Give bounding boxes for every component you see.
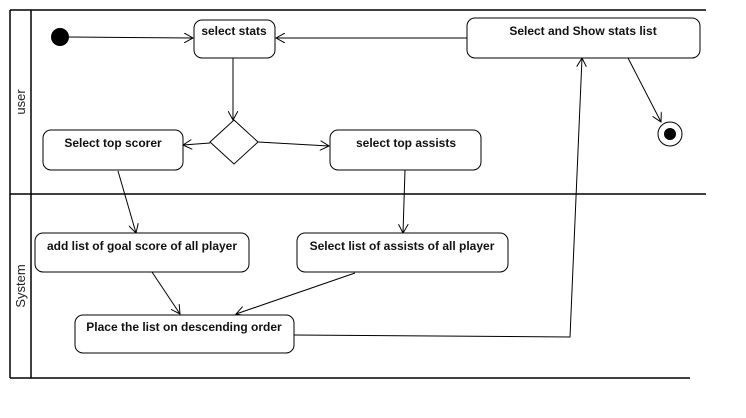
action-label: Place the list on descending order xyxy=(86,320,282,334)
edge-decision-to-top-scorer xyxy=(183,143,211,145)
final-node xyxy=(657,121,683,147)
edge-top-assists-to-assists-list xyxy=(403,169,405,233)
initial-node xyxy=(51,28,69,46)
action-select-assists-list: Select list of assists of all player xyxy=(296,232,509,273)
decision-node xyxy=(209,119,259,165)
lane-label-system: System xyxy=(13,264,28,307)
action-select-show-stats-list: Select and Show stats list xyxy=(466,17,701,59)
edges xyxy=(68,37,661,338)
edge-assists-list-to-place xyxy=(236,272,356,314)
action-label: select top assists xyxy=(356,136,456,150)
action-label: Select and Show stats list xyxy=(509,24,656,38)
swimlane-frame xyxy=(9,9,706,379)
edge-decision-to-top-assists xyxy=(257,142,329,146)
action-label: Select list of assists of all player xyxy=(310,239,495,253)
edge-show-list-to-end xyxy=(627,57,661,122)
edge-place-to-show-list xyxy=(293,58,582,338)
action-place-descending: Place the list on descending order xyxy=(74,314,295,354)
action-add-goal-list: add list of goal score of all player xyxy=(34,232,250,273)
action-select-stats: select stats xyxy=(193,19,276,59)
action-label: add list of goal score of all player xyxy=(47,239,237,253)
edge-start-to-select-stats xyxy=(68,37,193,38)
lane-label-user: user xyxy=(13,89,28,115)
action-select-top-assists: select top assists xyxy=(329,129,482,171)
edge-goal-list-to-place xyxy=(151,271,180,314)
edge-top-scorer-to-goal-list xyxy=(117,170,136,233)
action-label: select stats xyxy=(201,24,267,38)
action-label: Select top scorer xyxy=(64,136,162,150)
action-select-top-scorer: Select top scorer xyxy=(42,129,184,171)
